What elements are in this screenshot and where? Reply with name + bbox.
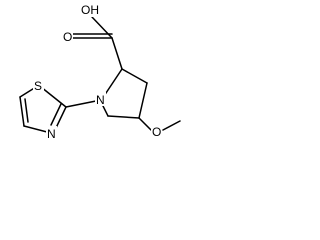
bond-c2-ccarboxyl bbox=[111, 37, 123, 70]
bond-c4-c5 bbox=[107, 115, 140, 119]
atom-labels: OH O N S N O bbox=[33, 3, 162, 141]
methoxy-oxygen-label: O bbox=[152, 125, 161, 139]
bond-n1-c2 bbox=[103, 68, 123, 97]
bond-omethoxy-ch3 bbox=[162, 120, 181, 131]
bond-c4-omethoxy bbox=[138, 117, 152, 131]
bond-ccarboxyl-oh bbox=[91, 16, 113, 39]
bond-c5-c4-thiazole-b bbox=[24, 98, 29, 123]
label-bg-oh bbox=[80, 3, 100, 17]
thiazole-nitrogen-label: N bbox=[47, 127, 56, 141]
bond-n1-c2thiazole bbox=[65, 100, 97, 108]
ring-nitrogen-label: N bbox=[96, 93, 105, 107]
thiazole-ring bbox=[19, 86, 97, 133]
bond-c3-c4 bbox=[138, 82, 148, 119]
bond-c5-c4-thiazole-a bbox=[19, 96, 25, 127]
carbonyl-oxygen-label: O bbox=[63, 30, 72, 44]
label-bg-carbonyl bbox=[62, 30, 73, 43]
label-bg-thiazole-n bbox=[46, 126, 57, 140]
bond-c2thiazole-s bbox=[40, 86, 67, 108]
bond-n3-c2thiazole-b bbox=[50, 103, 62, 126]
methoxy-group bbox=[138, 117, 181, 131]
pyrrolidine-ring bbox=[101, 68, 148, 119]
bond-c4thiazole-n3 bbox=[23, 125, 48, 133]
hydroxyl-label: OH bbox=[81, 3, 99, 17]
label-bg-sulfur bbox=[33, 78, 44, 92]
molecule-diagram: OH O N S N O bbox=[19, 3, 181, 141]
carboxylic-acid-group bbox=[71, 16, 123, 70]
label-bg-ring-n bbox=[95, 92, 106, 106]
sulfur-label: S bbox=[34, 79, 42, 93]
label-bg-methoxy-o bbox=[151, 124, 162, 138]
bond-c2-c3 bbox=[121, 68, 148, 84]
